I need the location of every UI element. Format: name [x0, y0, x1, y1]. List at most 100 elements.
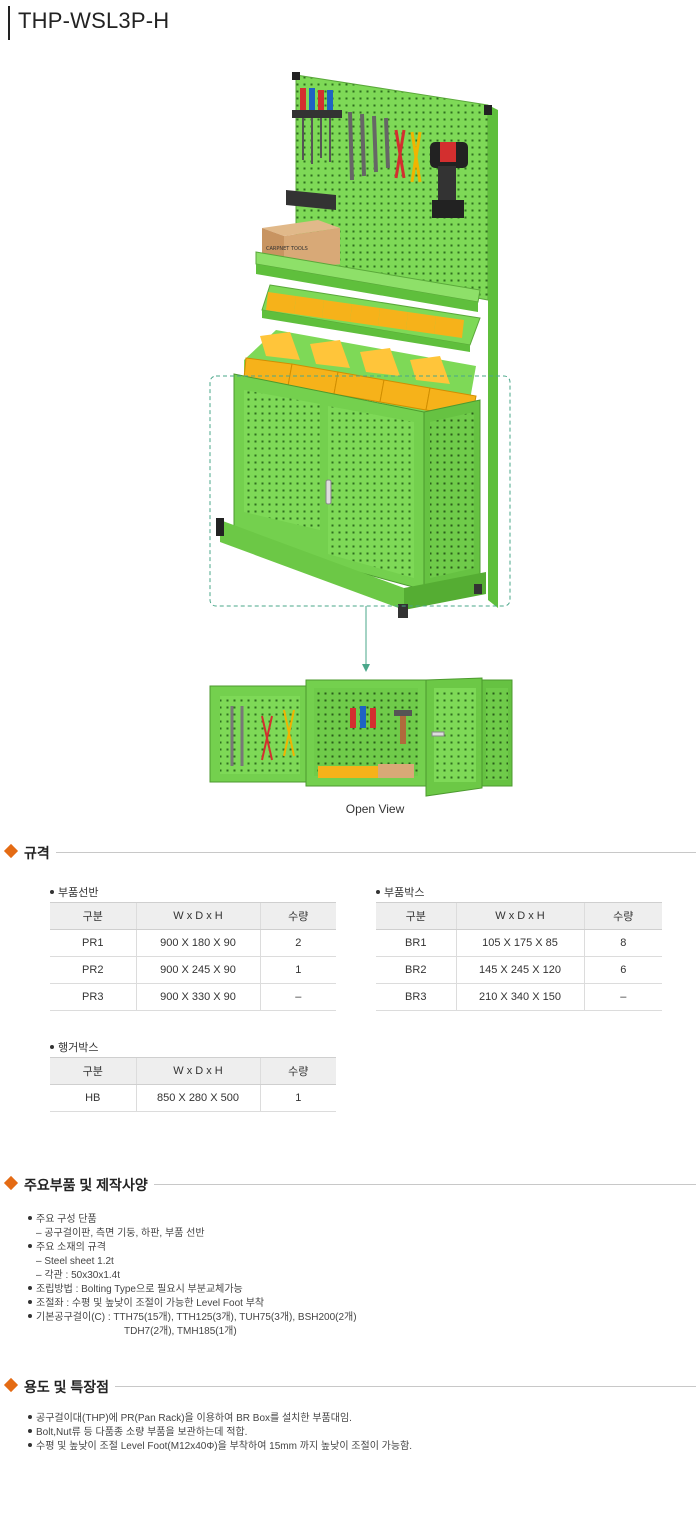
bullet-icon: [28, 1415, 32, 1420]
hand-tools: [292, 88, 468, 218]
bullet-icon: [28, 1286, 32, 1291]
product-title-bar: THP-WSL3P-H: [8, 6, 169, 40]
column-header: 수량: [259, 902, 336, 930]
list-item-text: 조절좌 : 수평 및 높낮이 조절이 가능한 Level Foot 부착: [36, 1298, 265, 1309]
list-subitem: – 각관 : 50x30x1.4t: [36, 1270, 121, 1281]
column-header: W x D x H: [135, 902, 260, 930]
section-usage-header: 용도 및 특장점: [3, 1377, 696, 1397]
list-item: 주요 소재의 규격: [28, 1241, 357, 1255]
list-subitem: – Steel sheet 1.2t: [36, 1256, 114, 1267]
table-cell: HB: [50, 1084, 136, 1112]
column-header: 구분: [50, 1057, 136, 1085]
table-cell: PR2: [50, 956, 136, 984]
list-subitem: – 공구걸이판, 측면 기둥, 하판, 부품 선반: [36, 1228, 205, 1239]
diamond-bullet-icon: [3, 1175, 19, 1191]
table-row: PR3 900 X 330 X 90 –: [50, 983, 336, 1011]
hanger-table-title: 행거박스: [50, 1039, 98, 1055]
section-spec-header: 규격: [3, 843, 696, 863]
bullet-icon: [28, 1300, 32, 1305]
table-cell: 2: [259, 929, 336, 957]
list-item-text: 기본공구걸이(C) : TTH75(15개), TTH125(3개), TUH7…: [36, 1312, 357, 1323]
open-view-caption: Open View: [345, 802, 405, 816]
bin-table-title: 부품박스: [376, 884, 424, 900]
list-item: Bolt,Nut류 등 다품종 소량 부품을 보관하는데 적합.: [28, 1426, 412, 1440]
list-item-text: 수평 및 높낮이 조절 Level Foot(M12x40Φ)을 부착하여 15…: [36, 1441, 413, 1452]
bullet-icon: [376, 890, 380, 895]
table-cell: 850 X 280 X 500: [135, 1084, 260, 1112]
product-illustration: CARPNET TOOLS: [0, 60, 700, 830]
list-item-text: 조립방법 : Bolting Type으로 필요시 부분교체가능: [36, 1284, 243, 1295]
column-header: 수량: [583, 902, 662, 930]
list-item: 수평 및 높낮이 조절 Level Foot(M12x40Φ)을 부착하여 15…: [28, 1440, 412, 1454]
table-header-row: 구분 W x D x H 수량: [50, 1057, 336, 1085]
shelf-table-title-text: 부품선반: [58, 887, 99, 899]
diamond-bullet-icon: [3, 843, 19, 859]
column-header: 구분: [50, 902, 136, 930]
list-item-continuation: TDH7(2개), TMH185(1개): [124, 1326, 237, 1337]
table-cell: –: [259, 983, 336, 1011]
table-cell: BR3: [376, 983, 456, 1011]
column-header: 수량: [259, 1057, 336, 1085]
table-cell: –: [583, 983, 662, 1011]
usage-list: 공구걸이대(THP)에 PR(Pan Rack)을 이용하여 BR Box를 설…: [28, 1412, 412, 1454]
table-row: PR1 900 X 180 X 90 2: [50, 929, 336, 957]
table-cell: 900 X 180 X 90: [135, 929, 260, 957]
list-item: 조절좌 : 수평 및 높낮이 조절이 가능한 Level Foot 부착: [28, 1297, 357, 1311]
table-cell: 1: [259, 1084, 336, 1112]
product-title: THP-WSL3P-H: [18, 8, 170, 33]
hanger-table: 구분 W x D x H 수량 HB 850 X 280 X 500 1: [50, 1057, 336, 1112]
bullet-icon: [28, 1314, 32, 1319]
table-cell: BR1: [376, 929, 456, 957]
table-cell: 145 X 245 X 120: [455, 956, 584, 984]
section-parts-title: 주요부품 및 제작사양: [24, 1175, 154, 1195]
hanger-table-title-text: 행거박스: [58, 1042, 99, 1054]
column-header: W x D x H: [455, 902, 584, 930]
table-cell: 900 X 330 X 90: [135, 983, 260, 1011]
table-row: BR2 145 X 245 X 120 6: [376, 956, 662, 984]
table-cell: BR2: [376, 956, 456, 984]
section-parts-header: 주요부품 및 제작사양: [3, 1175, 696, 1195]
table-header-row: 구분 W x D x H 수량: [50, 902, 336, 930]
bullet-icon: [28, 1244, 32, 1249]
workstation-image: CARPNET TOOLS: [209, 72, 513, 797]
bullet-icon: [28, 1429, 32, 1434]
section-usage-title: 용도 및 특장점: [24, 1377, 116, 1397]
table-row: PR2 900 X 245 X 90 1: [50, 956, 336, 984]
hanger-cabinet: [216, 373, 486, 618]
shelf-table: 구분 W x D x H 수량 PR1 900 X 180 X 90 2 PR2…: [50, 902, 336, 1011]
table-row: BR3 210 X 340 X 150 –: [376, 983, 662, 1011]
pegboard-panel: [292, 72, 498, 608]
table-cell: 6: [583, 956, 662, 984]
svg-text:CARPNET TOOLS: CARPNET TOOLS: [266, 246, 308, 252]
table-cell: 105 X 175 X 85: [455, 929, 584, 957]
table-cell: 8: [583, 929, 662, 957]
table-cell: 900 X 245 X 90: [135, 956, 260, 984]
column-header: W x D x H: [135, 1057, 260, 1085]
list-item: 주요 구성 단품: [28, 1213, 357, 1227]
shelf-table-title: 부품선반: [50, 884, 98, 900]
list-item-text: 주요 구성 단품: [36, 1214, 97, 1225]
zoom-frame: [209, 375, 511, 607]
bullet-icon: [50, 1045, 54, 1050]
list-item-text: Bolt,Nut류 등 다품종 소량 부품을 보관하는데 적합.: [36, 1427, 248, 1438]
list-item-text: 주요 소재의 규격: [36, 1242, 106, 1253]
open-view-cabinet: [209, 677, 513, 797]
section-divider: [24, 1386, 696, 1387]
column-header: 구분: [376, 902, 456, 930]
bullet-icon: [28, 1443, 32, 1448]
section-divider: [24, 1184, 696, 1185]
section-divider: [24, 852, 696, 853]
table-row: BR1 105 X 175 X 85 8: [376, 929, 662, 957]
small-tray: [286, 190, 336, 210]
diamond-bullet-icon: [3, 1377, 19, 1393]
list-item: 공구걸이대(THP)에 PR(Pan Rack)을 이용하여 BR Box를 설…: [28, 1412, 412, 1426]
table-row: HB 850 X 280 X 500 1: [50, 1084, 336, 1112]
table-cell: 1: [259, 956, 336, 984]
bin-table-title-text: 부품박스: [384, 887, 425, 899]
table-cell: PR3: [50, 983, 136, 1011]
bullet-icon: [50, 890, 54, 895]
table-cell: 210 X 340 X 150: [455, 983, 584, 1011]
parts-list: 주요 구성 단품 – 공구걸이판, 측면 기둥, 하판, 부품 선반 주요 소재…: [28, 1213, 357, 1339]
bin-table: 구분 W x D x H 수량 BR1 105 X 175 X 85 8 BR2…: [376, 902, 662, 1011]
list-item-text: 공구걸이대(THP)에 PR(Pan Rack)을 이용하여 BR Box를 설…: [36, 1413, 352, 1424]
